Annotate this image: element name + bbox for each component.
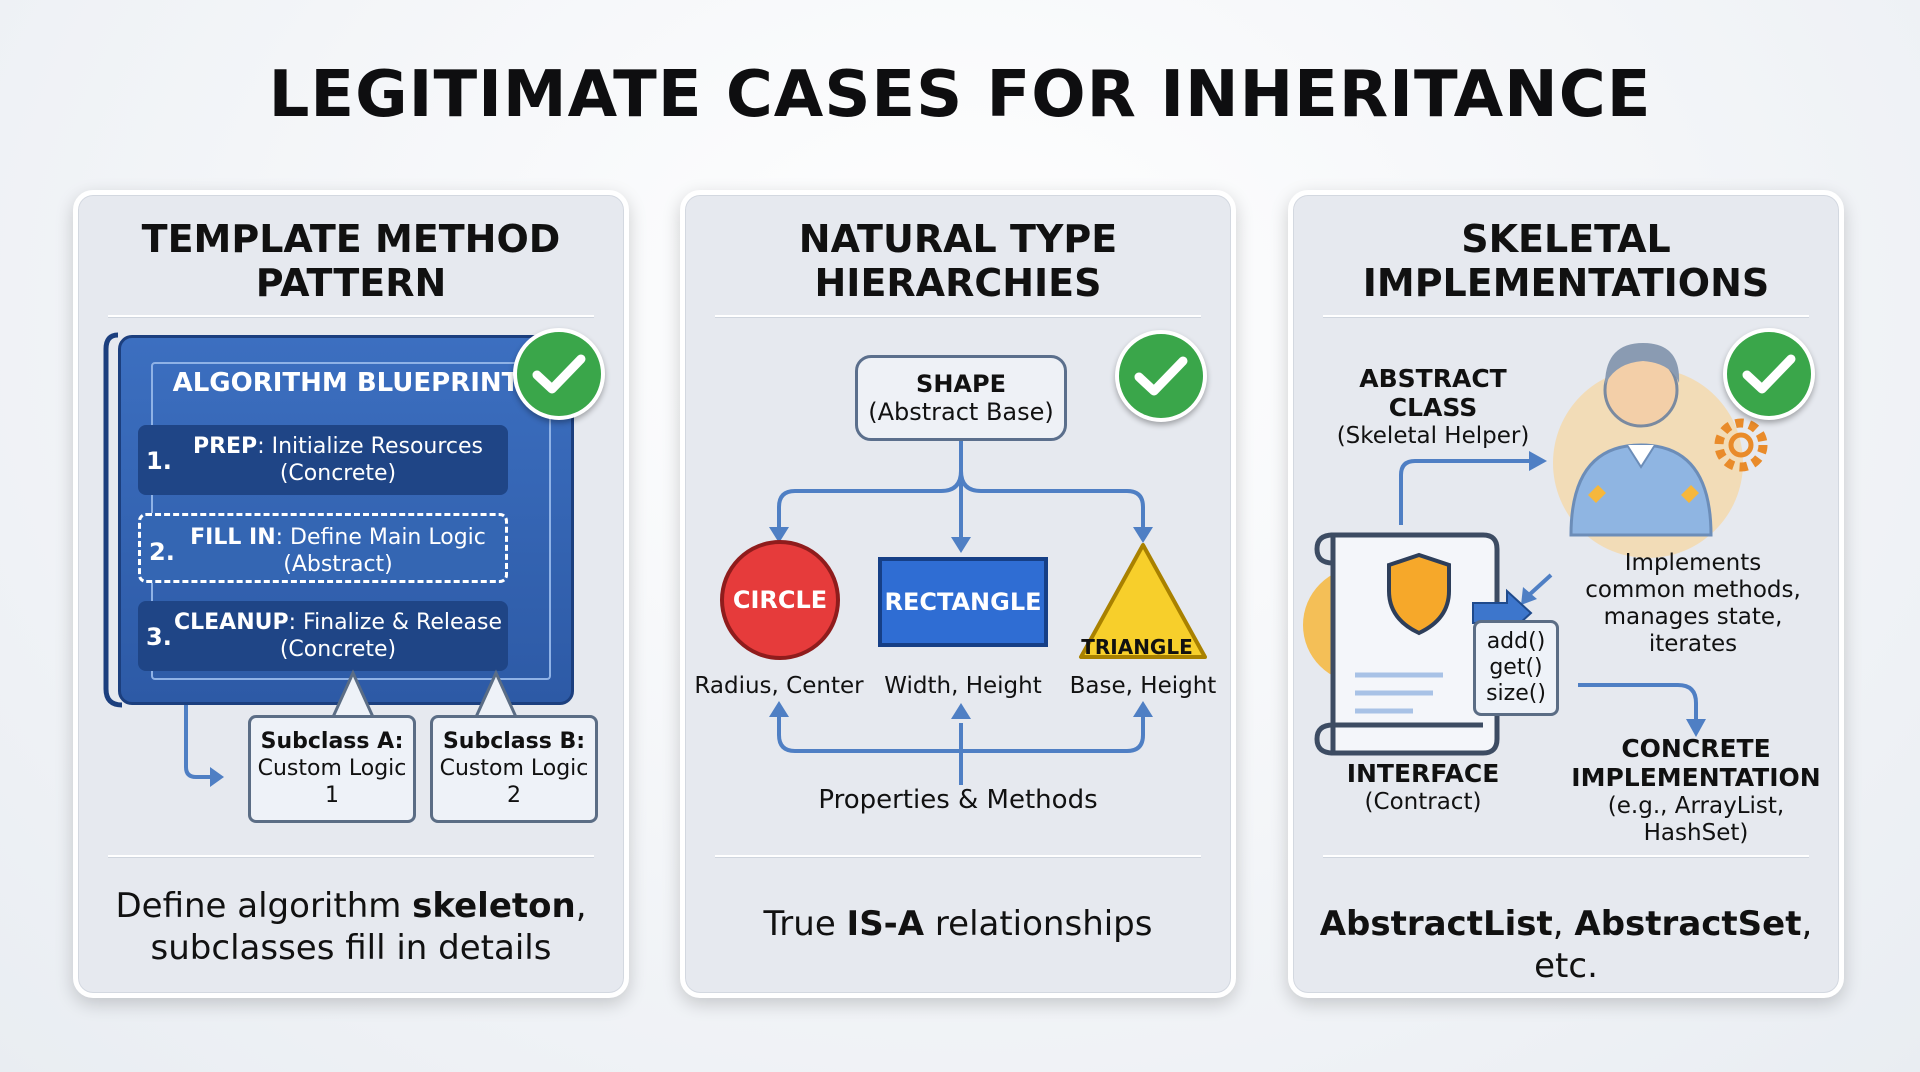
method-item: size() — [1486, 681, 1546, 706]
subclass-line: Custom Logic — [257, 756, 407, 781]
caption-text: , etc. — [1534, 904, 1813, 986]
subclass-line: 1 — [325, 783, 339, 808]
subclass-name: Subclass B: — [442, 729, 586, 754]
caption-text: subclasses fill in details — [150, 928, 552, 968]
divider — [108, 315, 594, 317]
checkmark-icon — [1723, 328, 1815, 420]
concrete-sub: (e.g., ArrayList, HashSet) — [1607, 793, 1785, 846]
subclass-a-box: Subclass A: Custom Logic 1 — [248, 715, 416, 823]
step-text: : Initialize Resources — [257, 434, 484, 459]
subclass-name: Subclass A: — [260, 729, 404, 754]
circle-shape: CIRCLE — [720, 540, 840, 660]
panel-title: TEMPLATE METHOD PATTERN — [78, 217, 624, 305]
shape-base-box: SHAPE (Abstract Base) — [855, 355, 1067, 441]
step-sub: (Concrete) — [279, 461, 397, 486]
blueprint-title: ALGORITHM BLUEPRINT — [172, 368, 520, 398]
panel-title: NATURAL TYPE HIERARCHIES — [685, 217, 1231, 305]
divider — [715, 855, 1201, 857]
step-sub: (Concrete) — [279, 637, 397, 662]
skeletal-illustration — [1303, 343, 1768, 756]
step-prep: 1. PREP: Initialize Resources(Concrete) — [138, 425, 508, 495]
panel-title-line1: TEMPLATE METHOD — [141, 217, 561, 261]
caption-text: True — [763, 904, 847, 944]
triangle-label: TRIANGLE — [1081, 635, 1193, 659]
panel-caption: True IS-A relationships — [685, 903, 1231, 945]
circle-properties: Radius, Center — [694, 673, 864, 699]
divider — [1323, 855, 1809, 857]
caption-text: , — [1552, 904, 1575, 944]
implements-line: common methods, — [1585, 577, 1801, 603]
panel-caption: AbstractList, AbstractSet, etc. — [1293, 903, 1839, 987]
page-title: LEGITIMATE CASES FOR INHERITANCE — [268, 58, 1652, 132]
panel-natural-hierarchies: NATURAL TYPE HIERARCHIES SHAPE (Abstract… — [680, 190, 1236, 998]
step-cleanup: 3. CLEANUP: Finalize & Release(Concrete) — [138, 601, 508, 671]
shared-properties: Properties & Methods — [818, 785, 1098, 815]
panel-template-method: TEMPLATE METHOD PATTERN ALGORITHM BLUEPR… — [73, 190, 629, 998]
panel-title: SKELETAL IMPLEMENTATIONS — [1293, 217, 1839, 305]
step-sub: (Abstract) — [283, 552, 393, 577]
subclass-line: 2 — [507, 783, 521, 808]
divider — [1323, 315, 1809, 317]
implements-line: manages state, iterates — [1603, 604, 1783, 657]
caption-bold: AbstractList — [1319, 904, 1553, 944]
interface-label: INTERFACE (Contract) — [1313, 760, 1533, 816]
gear-icon — [1714, 418, 1768, 472]
shape-name: SHAPE — [916, 370, 1006, 398]
checkmark-icon — [1115, 330, 1207, 422]
step-key: PREP — [192, 434, 258, 459]
caption-bold: skeleton — [412, 886, 576, 926]
panel-title-line1: SKELETAL — [1461, 217, 1671, 261]
rectangle-properties: Width, Height — [884, 673, 1042, 699]
panel-title-line1: NATURAL TYPE — [798, 217, 1118, 261]
method-item: get() — [1489, 655, 1543, 680]
caption-text: , — [575, 886, 587, 926]
concrete-name: CONCRETE — [1621, 734, 1771, 763]
concrete-name: IMPLEMENTATION — [1571, 763, 1821, 792]
subclass-b-box: Subclass B: Custom Logic 2 — [430, 715, 598, 823]
person-icon — [1553, 343, 1743, 558]
subclass-line: Custom Logic — [439, 756, 589, 781]
interface-sub: (Contract) — [1364, 789, 1482, 815]
step-fill-in: 2. FILL IN: Define Main Logic(Abstract) — [138, 513, 508, 583]
panel-title-line2: IMPLEMENTATIONS — [1362, 261, 1770, 305]
caption-text: Define algorithm — [115, 886, 413, 926]
panel-caption: Define algorithm skeleton, subclasses fi… — [78, 885, 624, 969]
interface-name: INTERFACE — [1346, 759, 1500, 788]
step-number: 1. — [146, 447, 172, 475]
panel-title-line2: HIERARCHIES — [814, 261, 1102, 305]
abstract-class-name: ABSTRACT CLASS — [1359, 364, 1507, 422]
step-key: FILL IN — [190, 525, 276, 550]
panel-title-line2: PATTERN — [255, 261, 447, 305]
step-number: 2. — [149, 538, 175, 566]
caption-text: relationships — [924, 904, 1153, 944]
caption-bold: AbstractSet — [1574, 904, 1802, 944]
hierarchy-arrows — [769, 441, 1207, 785]
implements-label: Implements common methods, manages state… — [1558, 550, 1828, 658]
divider — [108, 855, 594, 857]
triangle-properties: Base, Height — [1069, 673, 1217, 699]
step-key: CLEANUP — [173, 610, 289, 635]
panel-skeletal-implementations: SKELETAL IMPLEMENTATIONS — [1288, 190, 1844, 998]
method-item: add() — [1486, 629, 1546, 654]
step-text: : Finalize & Release — [288, 610, 503, 635]
blueprint-scroll-decor — [103, 332, 123, 708]
step-text: : Define Main Logic — [275, 525, 486, 550]
interface-methods-box: add() get() size() — [1473, 620, 1559, 716]
interface-document-icon — [1303, 532, 1533, 756]
shape-sub: (Abstract Base) — [868, 398, 1054, 426]
caption-bold: IS-A — [846, 904, 925, 944]
concrete-implementation-label: CONCRETE IMPLEMENTATION (e.g., ArrayList… — [1561, 735, 1831, 847]
step-number: 3. — [146, 623, 172, 651]
implements-line: Implements — [1624, 550, 1762, 576]
divider — [715, 315, 1201, 317]
rectangle-shape: RECTANGLE — [878, 557, 1048, 647]
subclass-connectors — [184, 669, 519, 787]
abstract-class-sub: (Skeletal Helper) — [1336, 423, 1530, 449]
abstract-class-label: ABSTRACT CLASS (Skeletal Helper) — [1313, 365, 1553, 450]
checkmark-icon — [513, 328, 605, 420]
